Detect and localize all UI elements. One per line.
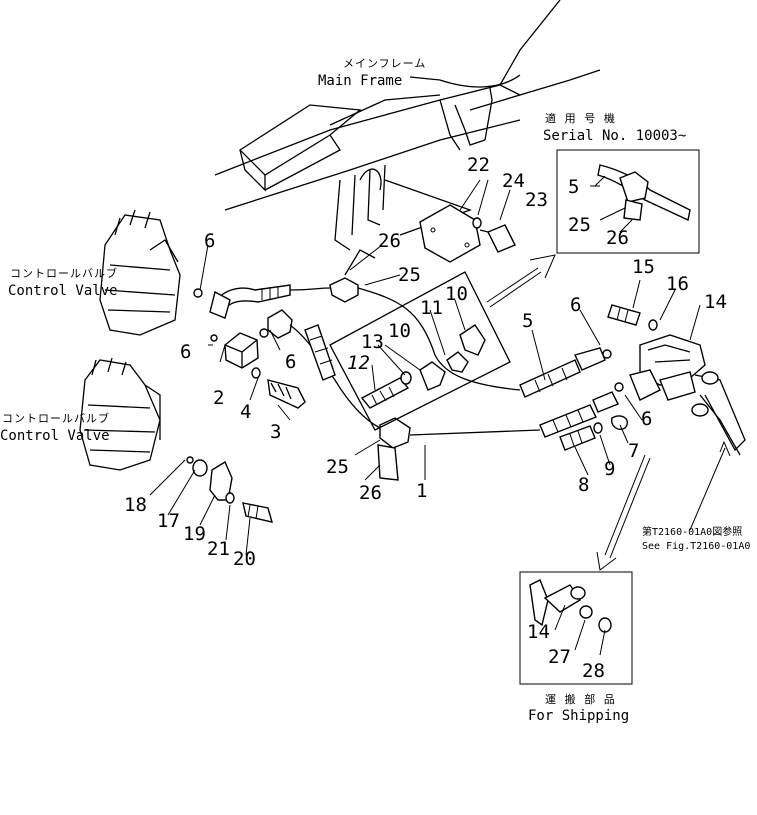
part-number-4: 4 xyxy=(240,401,252,423)
part-number-20: 20 xyxy=(233,548,256,570)
part-number-9: 9 xyxy=(604,458,616,480)
part-number-13: 13 xyxy=(361,331,384,353)
part-number-16: 16 xyxy=(666,273,689,295)
control-valve-top-label-jp: コントロールバルブ xyxy=(10,267,118,280)
part-number-6-c: 6 xyxy=(285,351,297,373)
shipping-label-jp: 運 搬 部 品 xyxy=(545,693,616,706)
part-number-12: 12 xyxy=(347,352,370,374)
part-number-25-b: 25 xyxy=(326,456,349,478)
part-number-10-a: 10 xyxy=(388,320,411,342)
part-number-6-d: 6 xyxy=(570,294,582,316)
part-number-11: 11 xyxy=(420,297,443,319)
part-number-26: 26 xyxy=(378,230,401,252)
part-number-23: 23 xyxy=(525,189,548,211)
part-number-19: 19 xyxy=(183,523,206,545)
part-number-6-b: 6 xyxy=(180,341,192,363)
part-number-26-b: 26 xyxy=(359,482,382,504)
main-frame-label-en: Main Frame xyxy=(318,73,403,89)
arrow-to-shipping xyxy=(596,454,651,571)
part-number-24: 24 xyxy=(502,170,525,192)
inset-box-clamp xyxy=(329,271,511,431)
arrow-to-serial xyxy=(486,254,556,308)
control-valve-bottom-label-jp: コントロールバルブ xyxy=(2,412,110,425)
part-number-7: 7 xyxy=(628,440,640,462)
main-frame-label-jp: メインフレーム xyxy=(343,57,427,70)
part-number-6-a: 6 xyxy=(204,230,216,252)
part-number-8: 8 xyxy=(578,474,590,496)
shipping-label-en: For Shipping xyxy=(528,708,630,724)
control-valve-top-label-en: Control Valve xyxy=(8,283,118,299)
part-number-21: 21 xyxy=(207,538,230,560)
part-number-14-b: 14 xyxy=(527,621,550,643)
cover-plate-drawing xyxy=(419,204,481,263)
control-valve-bottom-drawing xyxy=(79,357,161,471)
part-number-17: 17 xyxy=(157,510,180,532)
part-number-1: 1 xyxy=(416,480,428,502)
serial-label-jp: 適 用 号 機 xyxy=(545,112,616,125)
serial-inset-box xyxy=(556,149,700,254)
control-valve-top-drawing xyxy=(99,209,181,336)
part-number-27: 27 xyxy=(548,646,571,668)
part-number-15: 15 xyxy=(632,256,655,278)
part-number-28: 28 xyxy=(582,660,605,682)
part-number-25: 25 xyxy=(398,264,421,286)
part-number-5-b: 5 xyxy=(568,176,580,198)
shipping-inset-box xyxy=(519,571,633,685)
arrow-see-fig xyxy=(689,440,731,531)
part-number-22: 22 xyxy=(467,154,490,176)
part-number-10-b: 10 xyxy=(445,283,468,305)
part-number-3: 3 xyxy=(270,421,282,443)
serial-label-en: Serial No. 10003~ xyxy=(543,128,687,144)
part-number-18: 18 xyxy=(124,494,147,516)
part-number-6-e: 6 xyxy=(641,408,653,430)
see-fig-label-jp: 第T2160-01A0図参照 xyxy=(642,527,743,538)
main-frame-drawing xyxy=(214,0,601,251)
part-number-14-a: 14 xyxy=(704,291,727,313)
part-number-25-c: 25 xyxy=(568,214,591,236)
part-number-5-a: 5 xyxy=(522,310,534,332)
see-fig-label-en: See Fig.T2160-01A0 xyxy=(642,541,751,552)
part-number-2: 2 xyxy=(213,387,225,409)
part-number-26-c: 26 xyxy=(606,227,629,249)
control-valve-bottom-label-en: Control Valve xyxy=(0,428,110,444)
